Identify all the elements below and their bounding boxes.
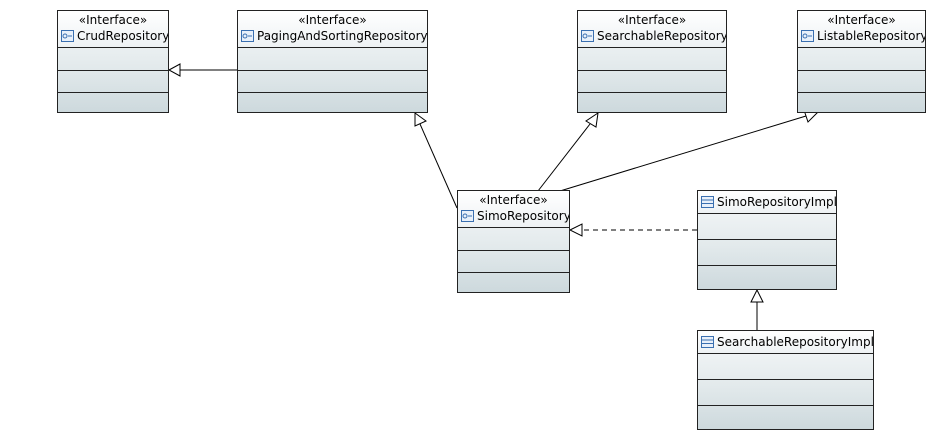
attributes-compartment xyxy=(798,47,925,71)
extra-compartment xyxy=(238,92,427,114)
searchable-repository-interface[interactable]: «Interface» SearchableRepository xyxy=(577,10,727,113)
extra-compartment xyxy=(698,405,873,431)
class-icon xyxy=(701,336,714,348)
interface-icon xyxy=(61,30,74,42)
class-name: SimoRepositoryImpl xyxy=(717,195,836,209)
interface-icon xyxy=(461,210,474,222)
attributes-compartment xyxy=(58,47,168,71)
interface-name: SearchableRepository xyxy=(597,29,726,43)
operations-compartment xyxy=(798,70,925,93)
interface-header: «Interface» CrudRepository xyxy=(58,11,168,48)
paging-and-sorting-repository-interface[interactable]: «Interface» PagingAndSortingRepository xyxy=(237,10,428,113)
relation-simo-listable xyxy=(559,109,820,192)
interface-header: «Interface» SimoRepository xyxy=(458,191,569,228)
class-icon xyxy=(701,196,714,208)
operations-compartment xyxy=(698,239,836,266)
interface-icon xyxy=(581,30,594,42)
extra-compartment xyxy=(798,92,925,114)
class-header: SimoRepositoryImpl xyxy=(698,191,836,214)
simo-repository-impl-class[interactable]: SimoRepositoryImpl xyxy=(697,190,837,290)
stereotype-label: «Interface» xyxy=(479,193,548,207)
class-name: SearchableRepositoryImpl xyxy=(717,335,873,349)
stereotype-label: «Interface» xyxy=(827,13,896,27)
extra-compartment xyxy=(58,92,168,114)
searchable-repository-impl-class[interactable]: SearchableRepositoryImpl xyxy=(697,330,874,430)
operations-compartment xyxy=(58,70,168,93)
operations-compartment xyxy=(238,70,427,93)
relation-simo-paging xyxy=(414,112,458,209)
extra-compartment xyxy=(698,265,836,291)
simo-repository-interface[interactable]: «Interface» SimoRepository xyxy=(457,190,570,293)
attributes-compartment xyxy=(578,47,726,71)
interface-icon xyxy=(241,30,254,42)
relation-searchableimpl-simoimpl xyxy=(750,288,764,330)
interface-header: «Interface» PagingAndSortingRepository xyxy=(238,11,427,48)
stereotype-label: «Interface» xyxy=(617,13,687,27)
relation-simo-searchable xyxy=(537,111,599,192)
relation-paging-crud xyxy=(167,63,238,77)
attributes-compartment xyxy=(458,227,569,251)
interface-name: ListableRepository xyxy=(817,29,925,43)
interface-header: «Interface» SearchableRepository xyxy=(578,11,726,48)
stereotype-label: «Interface» xyxy=(298,13,367,27)
stereotype-label: «Interface» xyxy=(78,13,148,27)
operations-compartment xyxy=(578,70,726,93)
operations-compartment xyxy=(698,379,873,406)
interface-name: PagingAndSortingRepository xyxy=(257,29,427,43)
interface-name: CrudRepository xyxy=(77,29,168,43)
attributes-compartment xyxy=(238,47,427,71)
listable-repository-interface[interactable]: «Interface» ListableRepository xyxy=(797,10,926,113)
attributes-compartment xyxy=(698,213,836,240)
operations-compartment xyxy=(458,250,569,273)
crud-repository-interface[interactable]: «Interface» CrudRepository xyxy=(57,10,169,113)
interface-header: «Interface» ListableRepository xyxy=(798,11,925,48)
attributes-compartment xyxy=(698,353,873,380)
extra-compartment xyxy=(458,272,569,294)
extra-compartment xyxy=(578,92,726,114)
interface-name: SimoRepository xyxy=(477,209,569,223)
interface-icon xyxy=(801,30,814,42)
relation-simoimpl-simo xyxy=(568,223,697,237)
class-header: SearchableRepositoryImpl xyxy=(698,331,873,354)
